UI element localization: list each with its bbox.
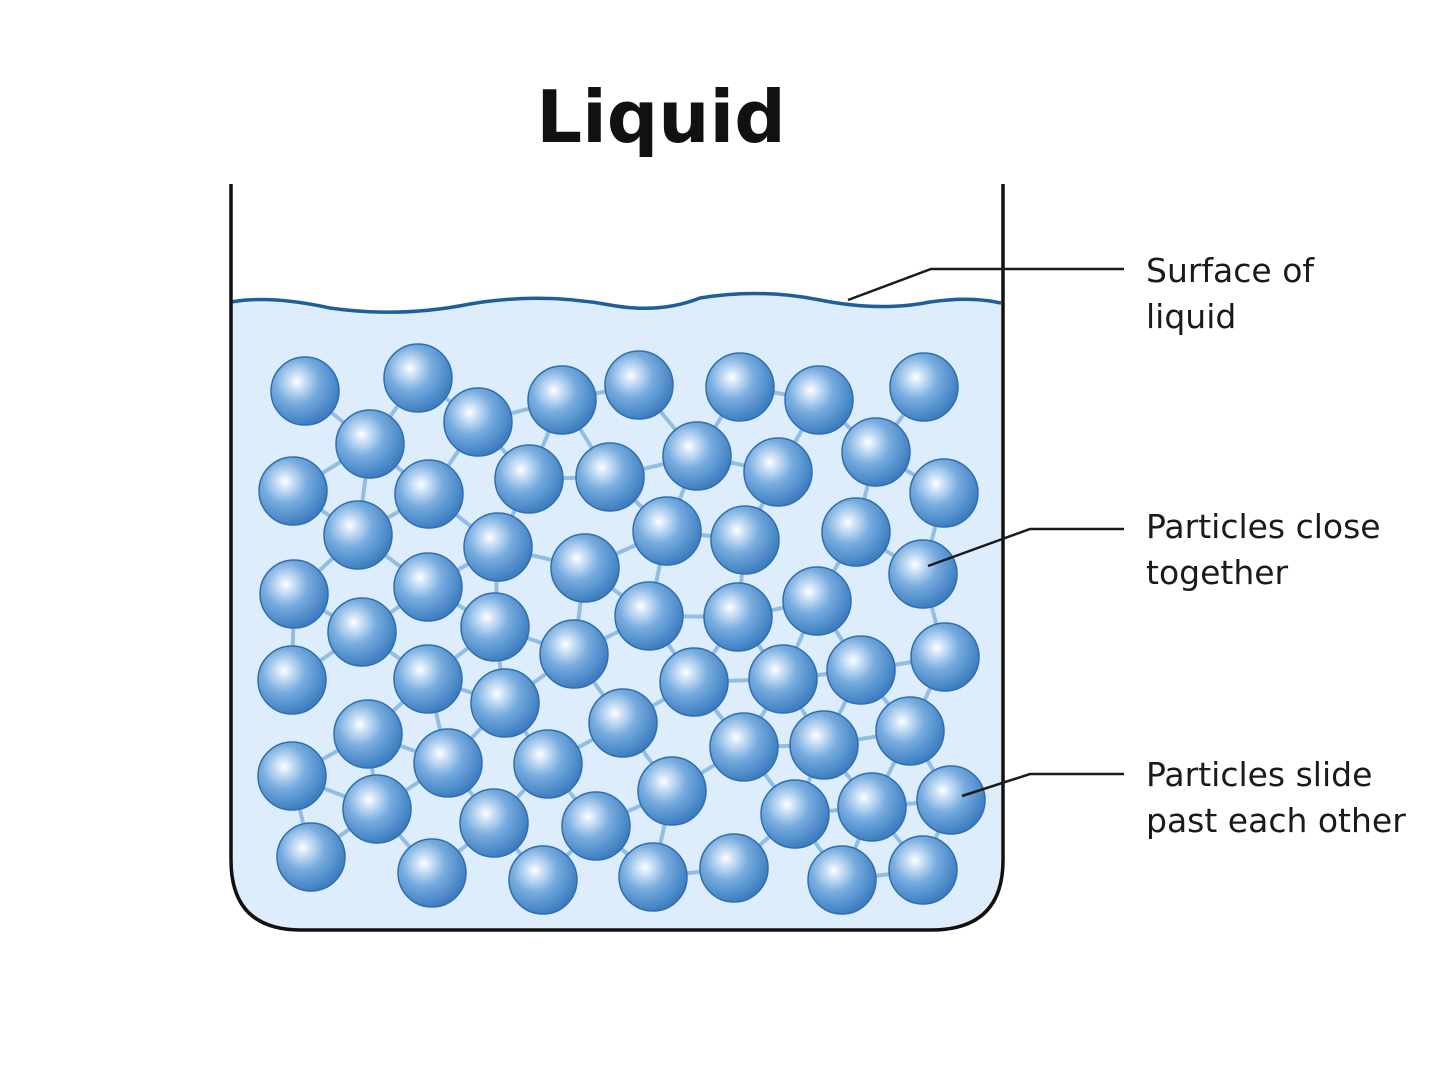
- particle: [807, 845, 877, 915]
- particle: [257, 645, 327, 715]
- close-leader-line: [927, 527, 1124, 568]
- particle: [539, 619, 609, 689]
- particles: [257, 343, 986, 915]
- particle: [614, 581, 684, 651]
- particle: [705, 352, 775, 422]
- particle: [393, 644, 463, 714]
- particle: [618, 842, 688, 912]
- particle: [550, 533, 620, 603]
- particle: [259, 559, 329, 629]
- label-particles-close: Particles close together: [1146, 507, 1391, 592]
- label-surface: Surface of liquid: [1146, 251, 1325, 336]
- particle: [257, 741, 327, 811]
- label-close-line-1: Particles close: [1146, 507, 1381, 546]
- label-surface-line-1: Surface of: [1146, 251, 1315, 290]
- label-close-line-2: together: [1146, 553, 1289, 592]
- particle: [588, 688, 658, 758]
- particle: [383, 343, 453, 413]
- particle: [397, 838, 467, 908]
- particle: [748, 644, 818, 714]
- particle: [443, 387, 513, 457]
- particle: [508, 845, 578, 915]
- particle: [459, 788, 529, 858]
- particle: [604, 350, 674, 420]
- particle: [561, 791, 631, 861]
- particle: [323, 500, 393, 570]
- particle: [276, 822, 346, 892]
- label-slide-line-2: past each other: [1146, 801, 1406, 840]
- particle: [394, 459, 464, 529]
- beaker-container: [229, 184, 1005, 932]
- particle: [841, 417, 911, 487]
- particle: [335, 409, 405, 479]
- particle: [662, 421, 732, 491]
- particle: [327, 597, 397, 667]
- particle: [632, 496, 702, 566]
- particle: [637, 756, 707, 826]
- particle: [760, 779, 830, 849]
- particle: [743, 437, 813, 507]
- liquid-surface-line: [230, 291, 1002, 314]
- particle: [889, 352, 959, 422]
- particle: [916, 765, 986, 835]
- particle: [837, 772, 907, 842]
- particle: [527, 365, 597, 435]
- particle: [888, 835, 958, 905]
- label-surface-line-2: liquid: [1146, 297, 1236, 336]
- particle: [333, 699, 403, 769]
- particle: [709, 712, 779, 782]
- particle: [910, 622, 980, 692]
- slide-leader-line: [961, 772, 1124, 798]
- particle: [784, 365, 854, 435]
- particle: [909, 458, 979, 528]
- particle: [513, 729, 583, 799]
- particle: [703, 582, 773, 652]
- particle: [659, 647, 729, 717]
- particle: [782, 566, 852, 636]
- label-slide-line-1: Particles slide: [1146, 755, 1372, 794]
- particle: [258, 456, 328, 526]
- particle: [826, 635, 896, 705]
- particle: [494, 444, 564, 514]
- particle: [413, 728, 483, 798]
- diagram-title: Liquid: [536, 75, 786, 159]
- particle: [699, 833, 769, 903]
- particle: [270, 356, 340, 426]
- particle: [393, 552, 463, 622]
- particle: [470, 668, 540, 738]
- particle: [460, 592, 530, 662]
- label-particles-slide: Particles slide past each other: [1146, 755, 1406, 840]
- particle: [888, 539, 958, 609]
- particle: [575, 442, 645, 512]
- surface-leader-line: [847, 267, 1124, 302]
- particle: [710, 505, 780, 575]
- particle: [342, 774, 412, 844]
- particle: [463, 512, 533, 582]
- particle: [789, 710, 859, 780]
- particle: [875, 696, 945, 766]
- particle: [821, 497, 891, 567]
